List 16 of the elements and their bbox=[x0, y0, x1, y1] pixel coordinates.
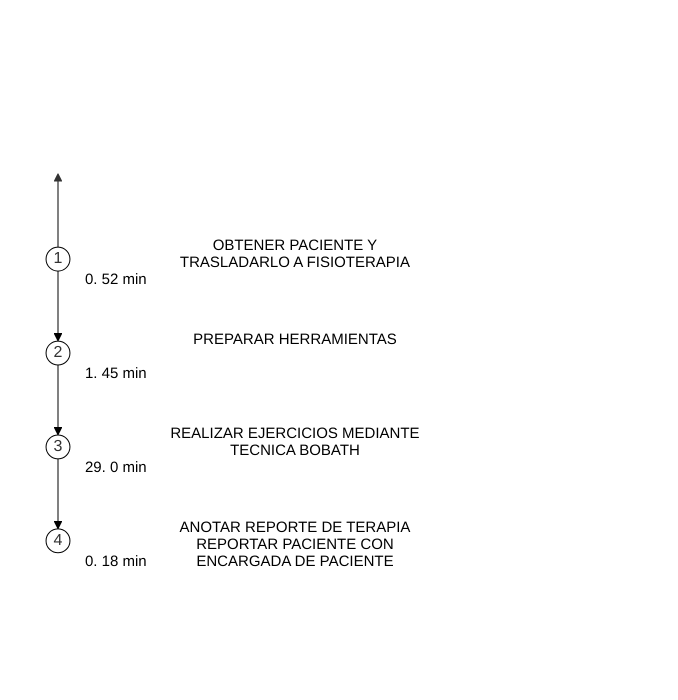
step-description: OBTENER PACIENTE Y TRASLADARLO A FISIOTERAPIA bbox=[178, 237, 411, 272]
step-description: ANOTAR REPORTE DE TERAPIA REPORTAR PACIENTE CON ENCARGADA DE PACIENTE bbox=[178, 518, 412, 570]
duration-label: 29. 0 min bbox=[84, 458, 147, 476]
step-circle: 4 bbox=[46, 528, 70, 554]
arrow bbox=[54, 364, 62, 436]
arrow bbox=[54, 458, 62, 530]
arrow bbox=[54, 270, 62, 342]
duration-label: 0. 18 min bbox=[84, 552, 147, 570]
arrow bbox=[54, 173, 62, 248]
step-circle: 1 bbox=[46, 246, 70, 272]
step-description: PREPARAR HERRAMIENTAS bbox=[192, 331, 398, 348]
step-circle: 2 bbox=[46, 340, 70, 366]
step-description: REALIZAR EJERCICIOS MEDIANTE TECNICA BOBATH bbox=[170, 424, 420, 459]
duration-label: 0. 52 min bbox=[84, 271, 147, 288]
duration-label: 1. 45 min bbox=[84, 365, 147, 382]
step-circle: 3 bbox=[46, 434, 70, 460]
